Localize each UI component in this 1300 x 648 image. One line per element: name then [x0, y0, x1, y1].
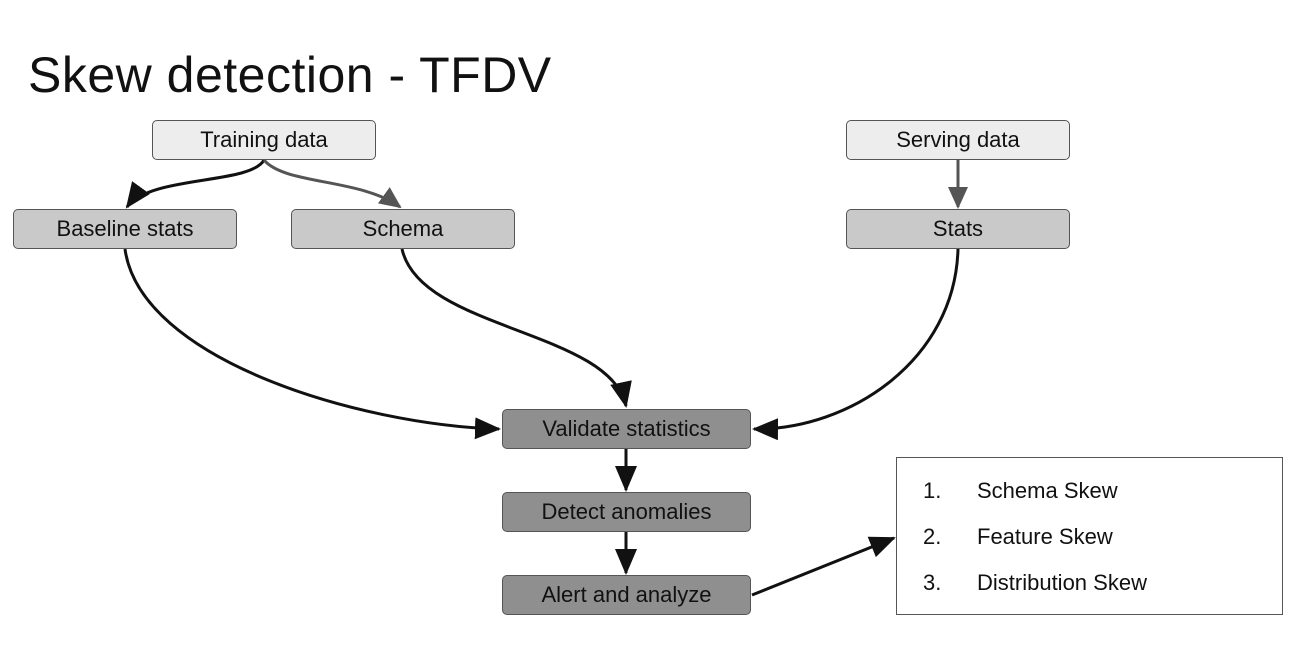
skew-types-list: 1. Schema Skew 2. Feature Skew 3. Distri…: [896, 457, 1283, 615]
arrow-training-to-baseline: [125, 159, 266, 209]
page-title: Skew detection - TFDV: [28, 47, 552, 103]
arrow-training-to-schema: [262, 158, 402, 209]
list-item-number: 2.: [923, 524, 942, 549]
alert-and-analyze-node: Alert and analyze: [502, 575, 751, 615]
training-data-node: Training data: [152, 120, 376, 160]
list-item-label: Distribution Skew: [977, 570, 1147, 595]
list-item: 2. Feature Skew: [897, 521, 1282, 553]
arrow-stats-to-validate: [752, 248, 960, 441]
stats-node: Stats: [846, 209, 1070, 249]
arrow-baseline-to-validate: [123, 248, 501, 440]
detect-anomalies-node: Detect anomalies: [502, 492, 751, 532]
list-item-number: 3.: [923, 570, 942, 595]
validate-statistics-node: Validate statistics: [502, 409, 751, 449]
arrow-alert-to-skew-list: [751, 536, 896, 597]
schema-node: Schema: [291, 209, 515, 249]
list-item-number: 1.: [923, 478, 942, 503]
list-item: 3. Distribution Skew: [897, 567, 1282, 599]
serving-data-node: Serving data: [846, 120, 1070, 160]
list-item-label: Feature Skew: [977, 524, 1113, 549]
list-item-label: Schema Skew: [977, 478, 1118, 503]
list-item: 1. Schema Skew: [897, 475, 1282, 507]
baseline-stats-node: Baseline stats: [13, 209, 237, 249]
arrow-schema-to-validate: [400, 248, 632, 408]
